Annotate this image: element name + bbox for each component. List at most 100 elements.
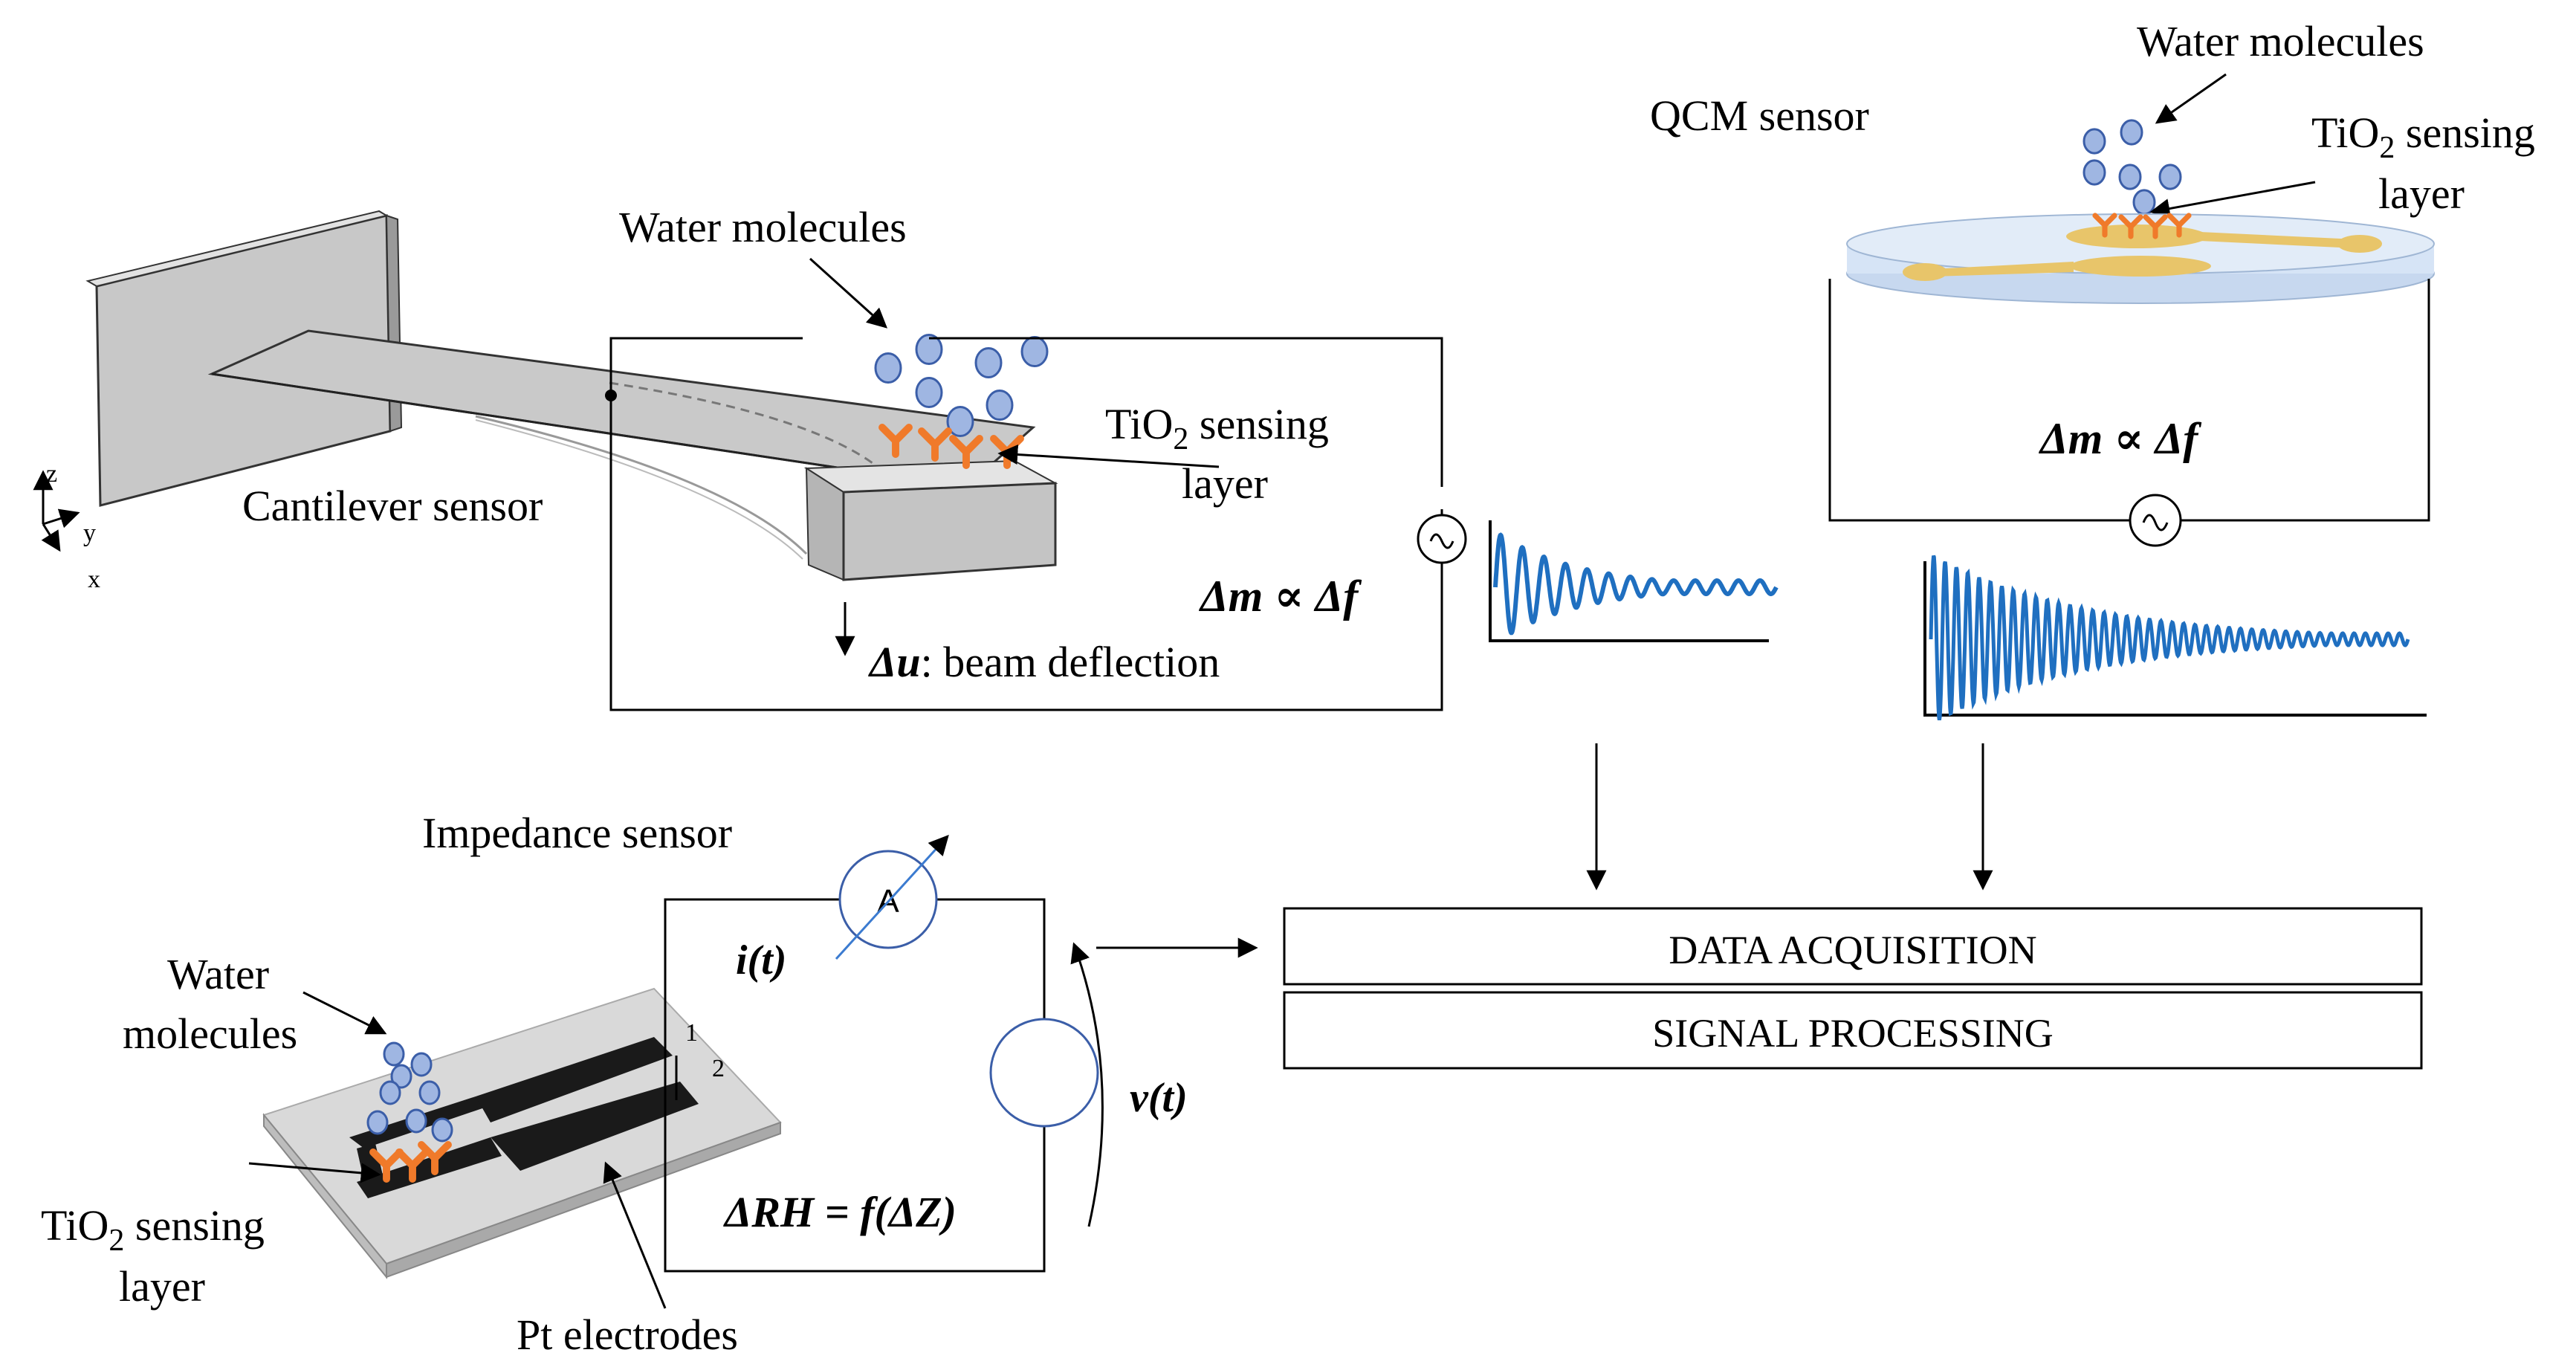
qcm-water-pointer [2155,73,2227,124]
water-molecule [405,1108,427,1134]
qcm-circuit-wire-right [2181,279,2430,522]
signal-processing-box [1283,991,2423,1070]
deflected-beam-curve [475,415,808,555]
water-molecule [915,376,943,409]
cantilever-circuit-wire-top [929,337,1443,487]
water-molecule [418,1080,441,1105]
water-molecule [974,346,1003,379]
water-molecule [986,389,1014,421]
sensing-receptor [395,1148,430,1183]
water-molecule [390,1064,412,1089]
axis-z-label: z [46,460,57,488]
impedance-relation: ΔRH = f(ΔZ) [723,1188,957,1236]
impedance-water-molecules [366,1041,453,1143]
water-molecule [410,1052,433,1077]
impedance-water-label-1: Water [167,950,269,998]
proof-mass-side [842,482,1057,581]
qcm-water-molecules [2083,119,2182,216]
water-molecule [431,1117,453,1143]
terminal-2-label: 2 [712,1055,725,1082]
qcm-sensing-layer [2092,213,2192,239]
water-molecule [2118,164,2142,190]
axis-y-label: y [83,520,96,547]
impedance-layer-label-2: layer [119,1262,205,1311]
qcm-water-label: Water molecules [2137,17,2424,65]
electrodes-pointer [603,1161,667,1309]
sensing-receptor [2118,214,2143,239]
cantilever-water-molecules [874,333,1049,438]
qcm-bottom-electrode [2070,256,2211,277]
qcm-circuit-wire [1828,279,2130,522]
impedance-water-label-2: molecules [123,1009,297,1058]
voltage-arc-arrow [1070,942,1104,1227]
sensing-receptor [2143,214,2168,239]
water-molecule [2083,159,2106,186]
cantilever-sensor-label: Cantilever sensor [242,482,543,530]
sensing-receptor [918,427,952,462]
impedance-circuit-right-wire [936,898,1046,1024]
data-acquisition-box [1283,907,2423,986]
water-molecule [915,333,943,366]
ammeter-needle [835,835,949,960]
qcm-sensor-label: QCM sensor [1650,91,1869,140]
deflection-label: Δu: beam deflection [868,638,1220,686]
water-molecule [2158,164,2182,190]
qcm-crystal-disk [1846,213,2435,304]
terminal-1-label: 1 [685,1019,698,1047]
ammeter: A [835,835,949,960]
impedance-sensing-layer [369,1141,452,1183]
water-molecule [2083,128,2106,155]
cantilever-layer-label-2: layer [1182,459,1268,508]
water-molecule [874,352,902,384]
signal-processing-label: SIGNAL PROCESSING [1652,1011,2054,1056]
cantilever-relation: Δm ∝ Δf [1199,572,1362,621]
cantilever-support-top [85,210,389,288]
qcm-relation: Δm ∝ Δf [2039,414,2201,463]
sensing-receptor [878,424,913,458]
voltage-label: v(t) [1130,1075,1188,1121]
qcm-ac-source [2129,494,2182,547]
water-molecule [379,1080,401,1105]
sensing-receptor [949,435,983,469]
qcm-sensor: QCM sensor Water molecules TiO2 sensing … [1650,17,2535,721]
impedance-circuit-left-wire [664,898,1046,1273]
qcm-top-electrode [2066,224,2207,248]
impedance-sensor: Impedance sensor Water molecules TiO2 se… [41,809,1188,1359]
cantilever-circuit-wire [609,337,1443,711]
sensing-receptor [2092,213,2117,238]
impedance-layer-label: TiO2 sensing [41,1201,265,1258]
cantilever-layer-label: TiO2 sensing [1105,400,1329,456]
qcm-layer-label-2: layer [2378,169,2465,218]
water-molecule [2132,189,2156,216]
electrodes-label: Pt electrodes [517,1311,738,1359]
data-acquisition-label: DATA ACQUISITION [1669,928,2036,972]
sensing-receptor [2166,213,2192,238]
cantilever-water-pointer [809,257,888,329]
deflected-beam-outline [609,381,896,537]
cantilever-ac-source [1417,514,1467,564]
impedance-sensor-label: Impedance sensor [422,809,732,857]
cantilever-sensor: z y x Cantilever sensor Water molecules … [33,203,1779,711]
sensing-receptor [418,1141,452,1175]
voltage-source [989,1018,1099,1128]
current-label: i(t) [736,937,786,983]
water-molecule [383,1041,405,1067]
impedance-water-pointer [302,991,387,1035]
water-molecule [2120,119,2143,146]
coordinate-axes: z y x [33,460,100,593]
water-molecule [946,405,974,438]
cantilever-damped-wave [1493,532,1779,636]
sensing-receptor [369,1148,404,1183]
axis-x-label: x [88,566,100,593]
cantilever-layer-pointer [997,445,1220,468]
qcm-damped-wave [1929,555,2410,721]
cantilever-water-label: Water molecules [619,203,907,251]
qcm-layer-pointer [2149,181,2316,219]
cantilever-sensing-layer [878,424,1024,469]
impedance-layer-pointer [248,1162,381,1183]
qcm-layer-label: TiO2 sensing [2311,109,2535,165]
water-molecule [1020,335,1049,368]
processing-blocks: DATA ACQUISITION SIGNAL PROCESSING [1283,907,2423,1070]
water-molecule [366,1110,389,1135]
